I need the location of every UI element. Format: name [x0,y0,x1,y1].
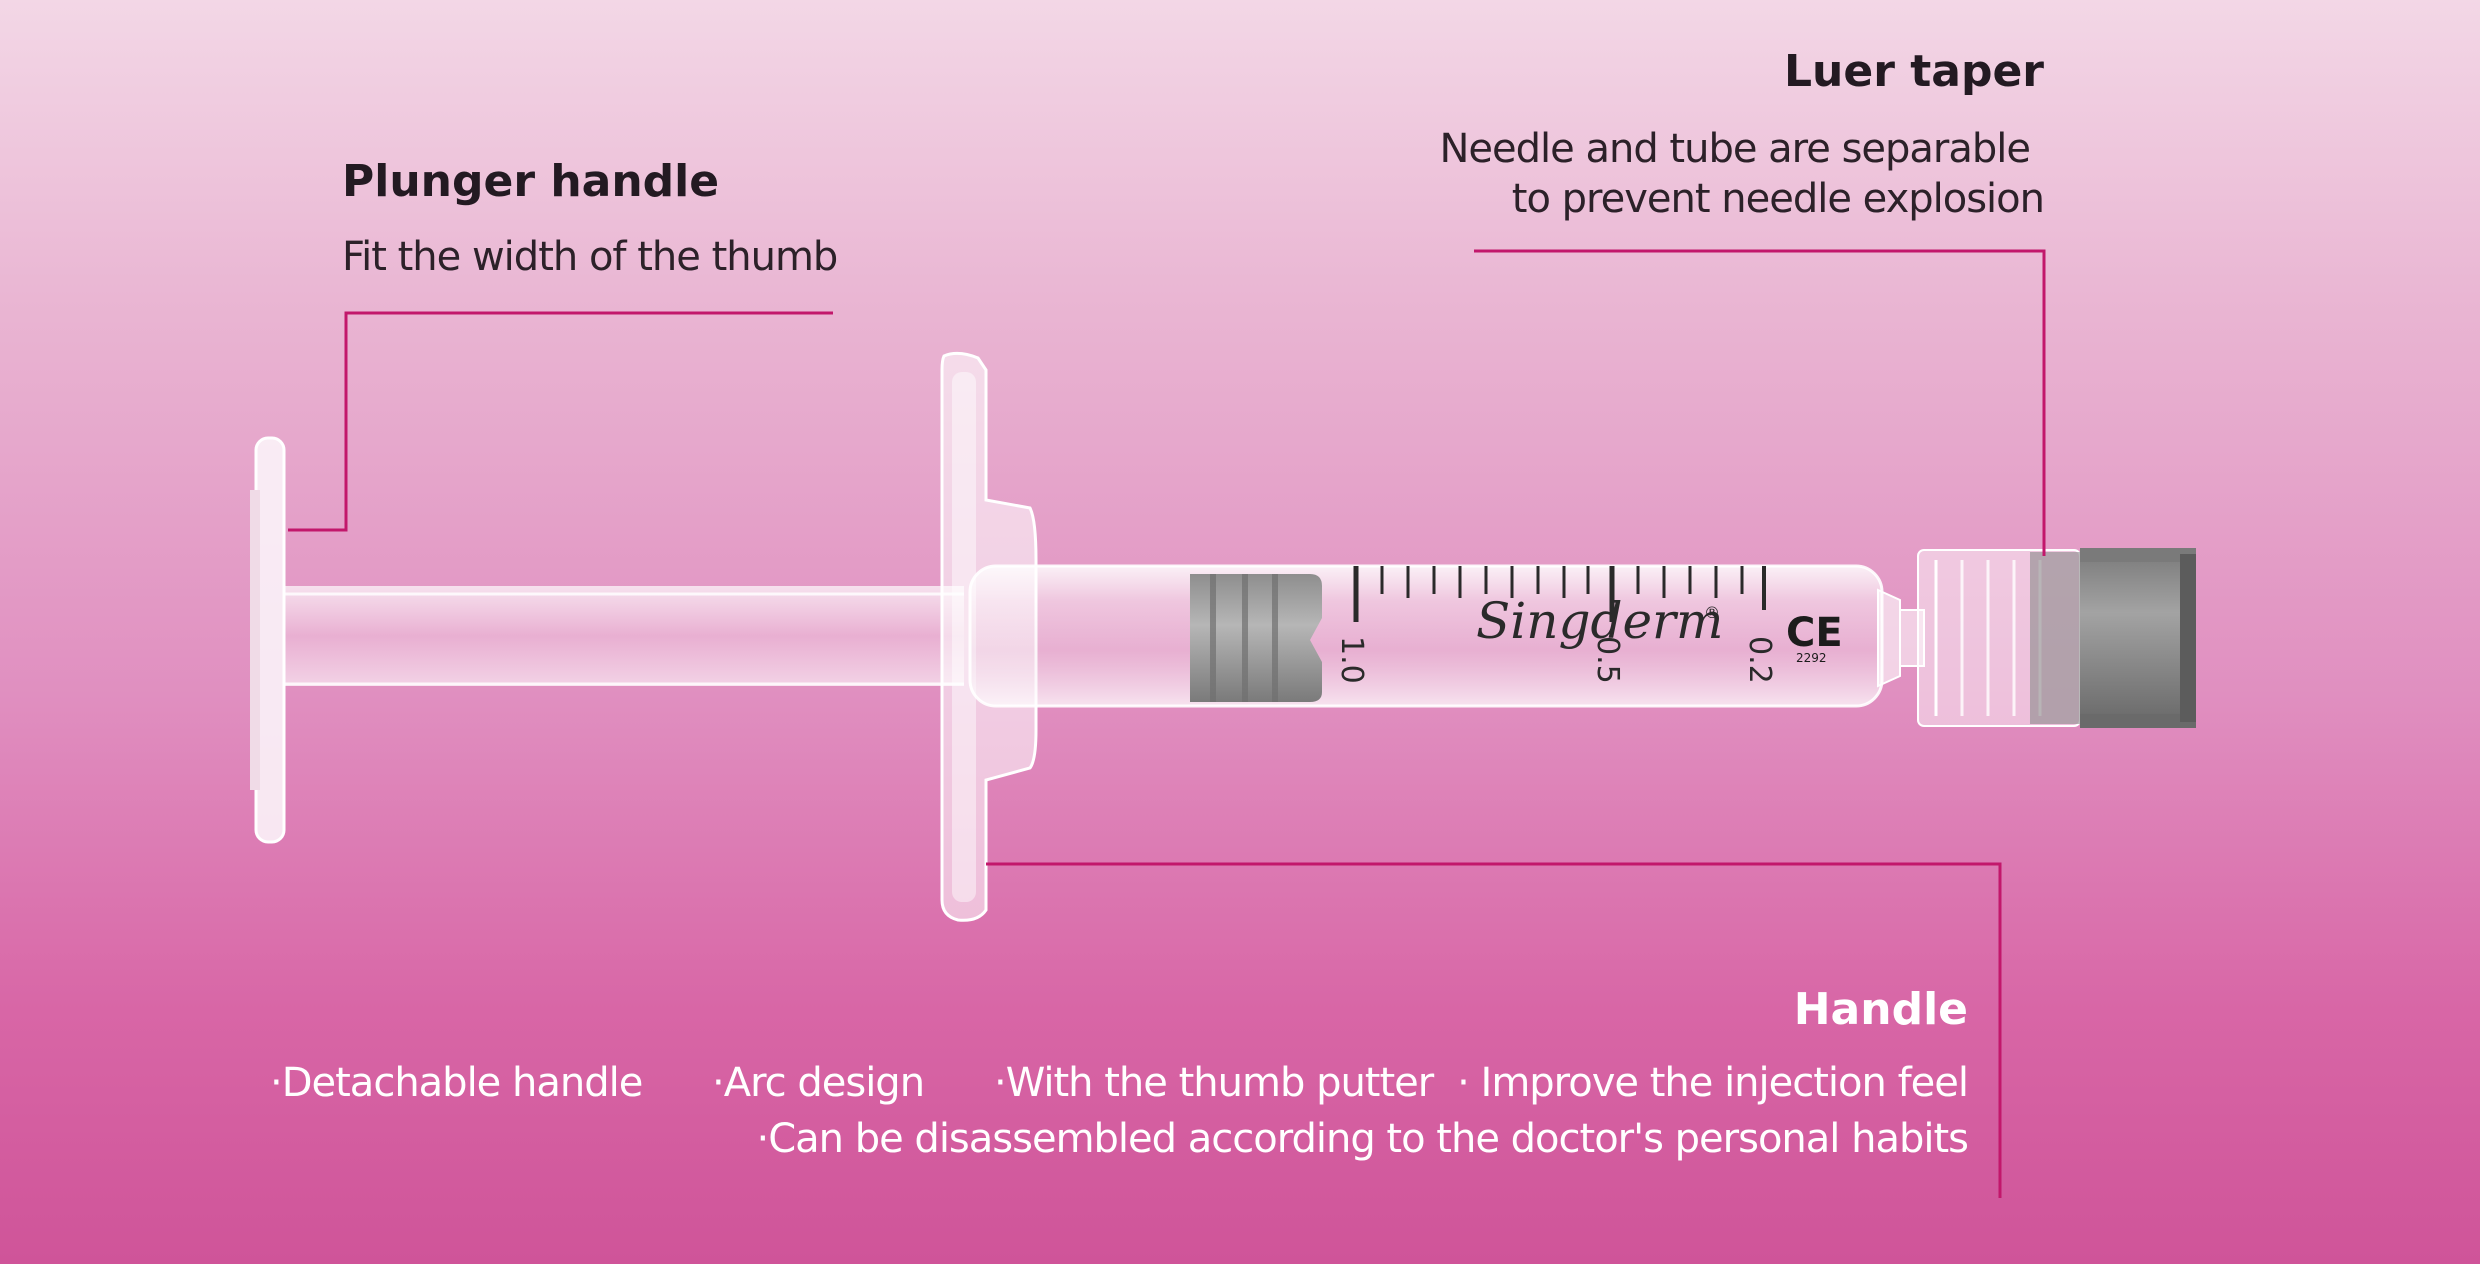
luer-lock-cap [1917,548,2196,728]
plunger-handle-title: Plunger handle [342,156,720,207]
handle-callout-line [986,862,2002,1198]
scale-ticks [1353,566,1766,622]
handle-feature-thumb-putter: ·With the thumb putter [994,1060,1434,1106]
plunger-thumb-pad [250,436,286,844]
plunger-rod [284,586,964,686]
syringe-barrel: 1.0 0.5 0.2 Singderm ® CE 2292 [968,564,1884,708]
scale-label-0-2: 0.2 [1742,636,1777,684]
luer-callout-line [1474,249,2046,556]
syringe-nozzle [1877,588,1925,688]
ce-mark: CE [1786,610,1843,656]
handle-feature-arc-design: ·Arc design [712,1060,925,1106]
scale-label-0-5: 0.5 [1590,636,1625,684]
scale-label-1-0: 1.0 [1334,636,1369,684]
luer-taper-description-line2: to prevent needle explosion [1511,176,2045,222]
plunger-stopper [1190,574,1322,702]
ce-number: 2292 [1796,651,1827,665]
luer-taper-title: Luer taper [1784,46,2044,97]
brand-trademark: ® [1704,603,1720,622]
handle-feature-disassembled: ·Can be disassembled according to the do… [756,1116,1969,1162]
handle-title: Handle [1793,984,1968,1035]
plunger-callout-line [288,311,833,532]
luer-taper-description-line1: Needle and tube are separable [1439,126,2031,172]
handle-feature-detachable: ·Detachable handle [270,1060,643,1106]
handle-feature-injection-feel: · Improve the injection feel [1457,1060,1969,1106]
brand-logo: Singderm [1476,592,1723,650]
plunger-handle-description: Fit the width of the thumb [342,234,838,280]
